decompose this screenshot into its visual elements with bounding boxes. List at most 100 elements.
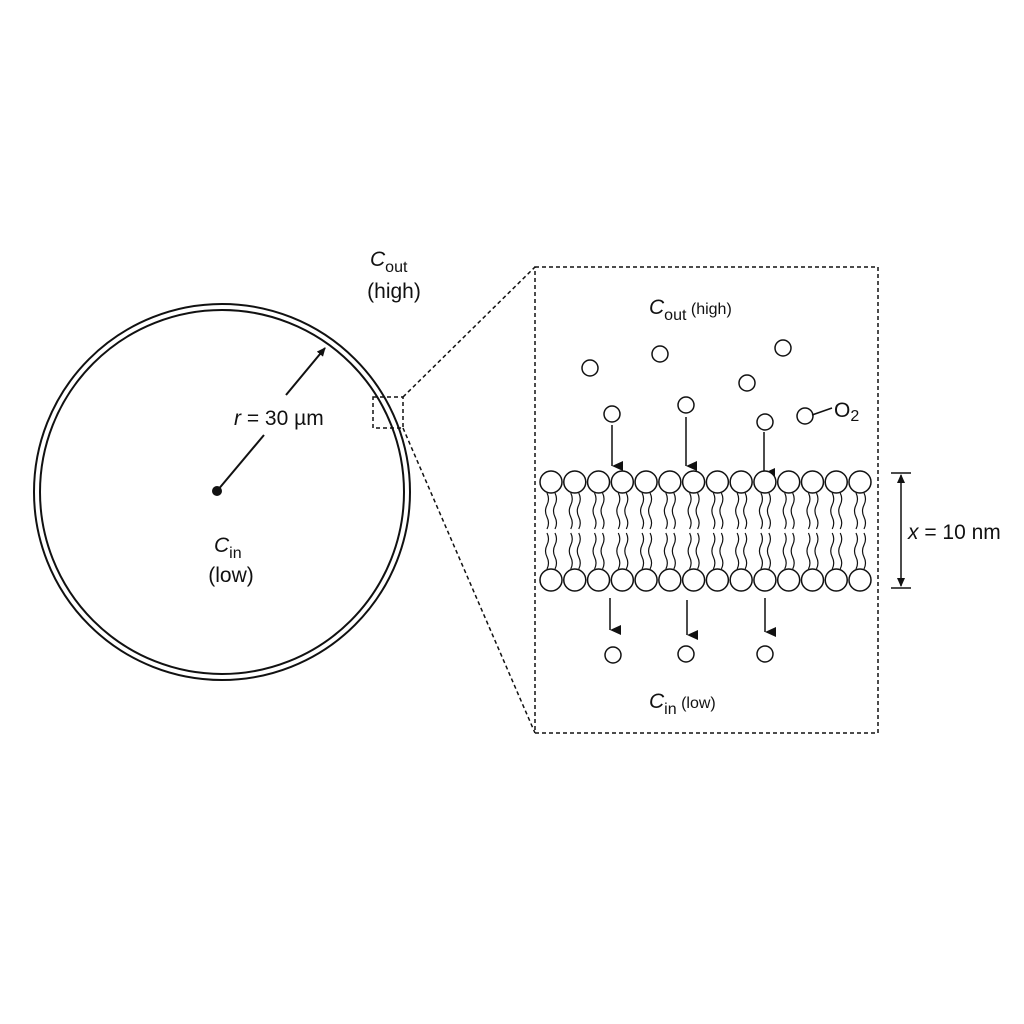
lipid-tail [600,532,605,570]
lipid-head [634,470,658,494]
lipid-tail [806,492,811,530]
lipid-tail [719,492,724,530]
lipid-tail [552,492,558,530]
lipid-head [539,470,563,494]
lipid-head [658,470,682,494]
lipid-tail [861,532,867,570]
lipid-head [586,470,611,494]
lipid-head [800,568,825,592]
lipid-tail [663,492,668,530]
o2-label: O2 [834,399,859,425]
lipid-tail [592,532,597,570]
cell-outside-concentration: Cout [370,248,408,276]
lipid-head [563,568,587,592]
lipid-tail [838,492,843,530]
o2-molecule [651,345,669,363]
thickness-label: x = 10 nm [907,521,1001,544]
lipid-head [563,470,587,494]
lipid-tail [758,532,764,570]
lipid-tail [624,532,629,570]
lipid-tail [814,492,819,530]
lipid-head [729,568,753,592]
cell-membrane-inner [39,309,405,675]
lipid-tail [790,492,795,530]
lipid-tail [600,492,605,530]
lipid-tail [624,492,629,530]
cell: r = 30 µm Cin (low) Cout (high) [33,248,421,681]
lipid-tail [576,492,581,530]
cell-inside-concentration: Cin [214,534,242,562]
lipid-tail [711,492,716,530]
lipid-tail [782,492,787,530]
lipid-tail [861,492,867,530]
lipid-tail [743,532,748,570]
inset-outside-concentration: Cout (high) [649,296,732,324]
lipid-head [705,470,730,494]
lipid-tail [544,532,550,570]
radius-arrow-lower [216,434,265,492]
lipid-tail [663,532,668,570]
o2-molecule [796,407,814,425]
zoom-source-box [372,396,404,429]
lipid-tail [766,532,772,570]
lipid-head [658,568,682,592]
radius-arrow-upper [285,347,326,396]
o2-molecule [581,359,599,377]
lipid-tail [766,492,772,530]
lipid-tail [853,532,859,570]
lipid-tail [592,492,597,530]
o2-molecule [738,374,756,392]
lipid-tail [639,532,645,570]
inset-frame [534,266,879,734]
o2-molecule [677,645,695,663]
zoom-indicator [372,266,536,734]
lipid-tail [790,532,795,570]
lipid-head [776,470,801,494]
lipid-tail [853,492,859,530]
inset-inside-concentration: Cin (low) [649,690,716,718]
diffusion-arrows [609,417,776,640]
lipid-tail [687,492,692,530]
o2-molecule [756,413,774,431]
lipid-head [539,568,563,592]
lipid-tail [616,492,621,530]
lipid-head [681,470,706,494]
lipid-head [634,568,658,592]
lipid-tail [687,532,692,570]
lipid-head [729,470,753,494]
molecules-outside [581,339,814,431]
lipid-tail [782,532,787,570]
o2-molecule [756,645,774,663]
lipid-tail [719,532,724,570]
molecules-inside [604,645,774,664]
o2-molecule [604,646,622,664]
lipid-head [753,568,777,592]
lipid-head [848,470,872,494]
lipid-tail [758,492,764,530]
zoom-line-top [402,266,536,398]
lipid-bilayer [539,470,872,592]
lipid-tail [711,532,716,570]
lipid-tail [735,532,740,570]
lipid-tail [568,492,573,530]
cell-inside-note: (low) [208,564,254,587]
lipid-tail [838,532,843,570]
zoom-line-bottom [402,427,536,734]
lipid-tail [743,492,748,530]
lipid-head [681,568,706,592]
lipid-tail [806,532,811,570]
lipid-head [800,470,825,494]
o2-leader-line [811,407,833,416]
cell-membrane-outer [33,303,411,681]
lipid-tail [695,532,700,570]
o2-molecule [774,339,792,357]
lipid-tail [568,532,573,570]
lipid-head [705,568,730,592]
lipid-tail [671,492,676,530]
lipid-head [610,568,635,592]
lipid-head [824,470,848,494]
radius-label: r = 30 µm [234,407,324,430]
lipid-tail [552,532,558,570]
o2-molecule [677,396,695,414]
